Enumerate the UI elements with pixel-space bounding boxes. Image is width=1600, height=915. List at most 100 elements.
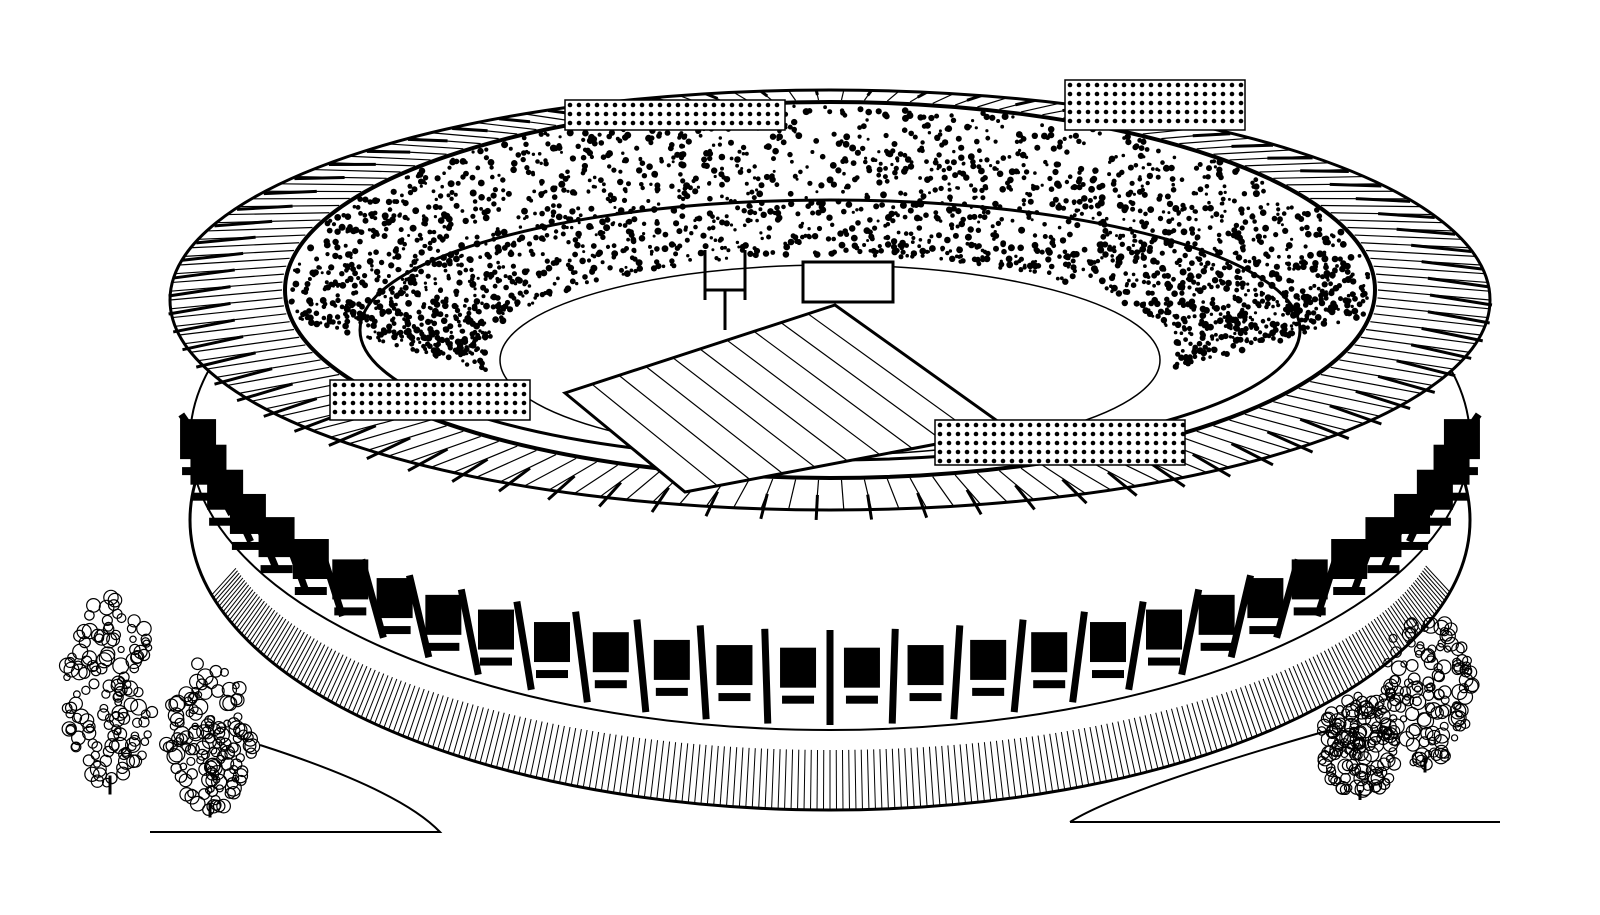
light-bulb <box>1184 91 1190 97</box>
crowd-dot <box>783 243 791 251</box>
crowd-dot <box>680 196 686 202</box>
crowd-dot <box>1179 283 1186 290</box>
roof-rib-heavy <box>366 149 411 154</box>
crowd-dot <box>407 279 414 286</box>
facade-column <box>888 628 899 724</box>
light-bulb <box>1099 422 1105 428</box>
base-hatch <box>501 715 516 770</box>
crowd-dot <box>594 233 598 237</box>
crowd-dot <box>1328 281 1333 287</box>
crowd-dot <box>1100 233 1107 240</box>
crowd-dot <box>421 179 426 185</box>
light-bulb <box>395 391 401 397</box>
crowd-dot <box>891 141 898 147</box>
crowd-dot <box>478 329 482 333</box>
facade-vent <box>209 517 242 526</box>
base-hatch <box>1037 735 1047 793</box>
crowd-dot <box>1069 273 1076 280</box>
crowd-dot <box>1347 254 1355 261</box>
crowd-dot <box>1302 317 1308 323</box>
light-bulb <box>991 440 997 446</box>
crowd-dot <box>566 240 571 245</box>
crowd-dot <box>411 186 418 193</box>
tree-leaf-scribble <box>1381 728 1393 740</box>
crowd-dot <box>589 154 595 160</box>
light-bulb <box>512 400 518 406</box>
light-bulb <box>973 431 979 437</box>
crowd-dot <box>598 177 604 184</box>
crowd-dot <box>390 188 397 195</box>
crowd-dot <box>947 182 951 186</box>
roof-rib <box>1213 149 1292 155</box>
base-hatch <box>427 695 444 746</box>
crowd-dot <box>535 159 540 164</box>
crowd-dot <box>928 191 931 195</box>
base-hatch <box>507 716 521 771</box>
base-hatch <box>1186 704 1202 757</box>
crowd-dot <box>983 186 989 191</box>
roof-rib <box>840 479 845 511</box>
light-bulb <box>973 422 979 428</box>
crowd-dot <box>494 295 501 301</box>
light-bulb <box>1229 91 1235 97</box>
crowd-dot <box>1097 246 1105 254</box>
roof-rib-heavy <box>182 335 244 352</box>
crowd-dot <box>918 189 924 194</box>
light-bulb <box>1112 109 1118 115</box>
light-bulb <box>332 400 338 406</box>
light-bulb <box>937 422 943 428</box>
base-hatch <box>216 575 242 604</box>
crowd-dot <box>698 133 703 138</box>
light-bulb <box>350 409 356 415</box>
light-bulb <box>946 449 952 455</box>
crowd-dot <box>481 294 486 299</box>
crowd-dot <box>683 182 691 190</box>
crowd-dot <box>400 338 404 342</box>
crowd-dot <box>968 125 972 128</box>
crowd-dot <box>855 220 861 226</box>
crowd-dot <box>314 256 320 262</box>
crowd-dot <box>438 336 445 343</box>
crowd-dot <box>787 190 794 197</box>
crowd-dot <box>1063 198 1069 204</box>
light-bulb <box>720 111 726 117</box>
base-hatch <box>953 744 960 805</box>
light-bulb <box>1036 449 1042 455</box>
tree-leaf-scribble <box>1422 676 1435 689</box>
light-bulb <box>1000 422 1006 428</box>
base-hatch <box>388 682 407 731</box>
crowd-dot <box>1247 259 1252 264</box>
crowd-dot <box>507 275 513 281</box>
roof-rib <box>1179 137 1251 145</box>
crowd-dot <box>787 151 793 158</box>
light-bulb <box>666 111 672 117</box>
crowd-dot <box>1121 206 1128 214</box>
base-hatch <box>236 596 261 629</box>
base-hatch <box>279 629 302 669</box>
light-bulb <box>765 120 771 126</box>
crowd-dot <box>917 147 922 153</box>
crowd-dot <box>584 280 589 285</box>
crowd-dot <box>526 151 531 155</box>
crowd-dot <box>622 223 628 228</box>
crowd-dot <box>463 267 469 273</box>
base-hatch <box>971 743 979 803</box>
crowd-dot <box>463 172 467 175</box>
crowd-dot <box>1346 298 1352 304</box>
crowd-dot <box>509 278 516 285</box>
tree-leaf-scribble <box>1449 702 1467 720</box>
crowd-dot <box>1021 198 1027 203</box>
crowd-dot <box>877 150 881 154</box>
crowd-dot <box>1216 158 1224 166</box>
crowd-dot <box>776 133 783 141</box>
crowd-dot <box>510 263 516 269</box>
crowd-dot <box>504 299 511 306</box>
base-hatch <box>351 667 372 714</box>
crowd-dot <box>664 130 671 136</box>
crowd-dot <box>335 297 341 304</box>
base-hatch <box>1370 621 1394 658</box>
light-bulb <box>1193 109 1199 115</box>
light-bulb <box>332 409 338 415</box>
light-bulb <box>639 102 645 108</box>
crowd-dot <box>1137 177 1143 182</box>
